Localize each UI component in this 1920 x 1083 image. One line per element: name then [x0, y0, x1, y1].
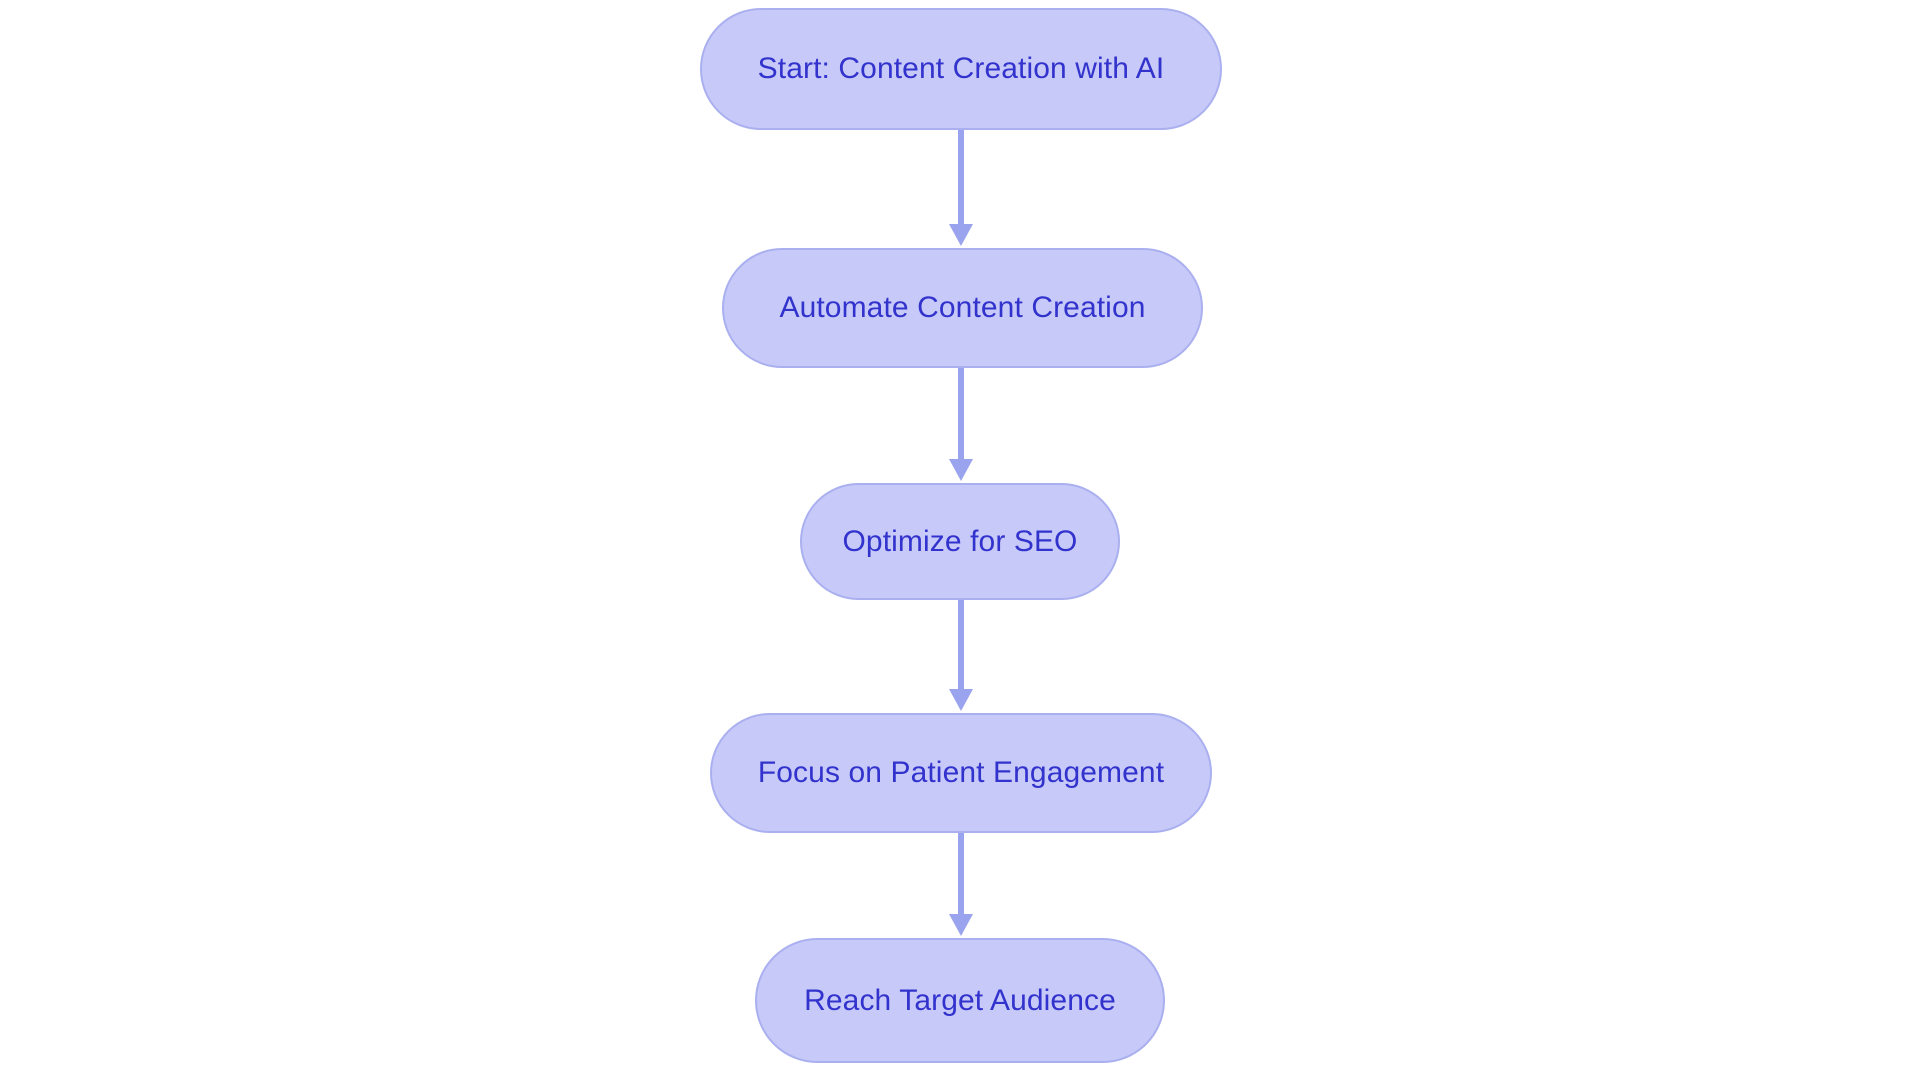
- flow-node-start-content-creation-with-ai[interactable]: Start: Content Creation with AI: [700, 8, 1222, 130]
- flow-node-label: Focus on Patient Engagement: [757, 756, 1165, 789]
- flow-node-label: Automate Content Creation: [779, 291, 1146, 324]
- edge-n2-n3: [949, 368, 973, 481]
- flow-node-label: Reach Target Audience: [804, 983, 1116, 1017]
- flow-node-label: Start: Content Creation with AI: [757, 52, 1165, 85]
- edge-n1-n2: [949, 130, 973, 246]
- edge-n4-n5: [949, 833, 973, 936]
- flow-node-focus-on-patient-engagement[interactable]: Focus on Patient Engagement: [710, 713, 1212, 833]
- flow-node-automate-content-creation[interactable]: Automate Content Creation: [722, 248, 1203, 368]
- flow-node-reach-target-audience[interactable]: Reach Target Audience: [755, 938, 1165, 1063]
- flow-node-label: Optimize for SEO: [842, 524, 1078, 558]
- flow-node-optimize-for-seo[interactable]: Optimize for SEO: [800, 483, 1120, 600]
- edge-n3-n4: [949, 600, 973, 711]
